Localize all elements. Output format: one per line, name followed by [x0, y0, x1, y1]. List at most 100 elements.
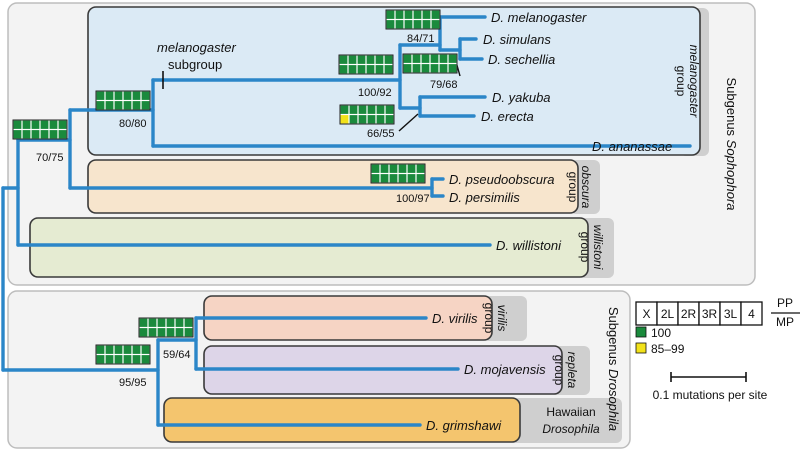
support-cell-100 — [175, 318, 184, 327]
melanogaster-group-label-line2: group — [674, 66, 688, 97]
support-mel-sim: 84/71 — [407, 33, 435, 45]
support-cell-100 — [413, 10, 422, 19]
support-cell-100 — [157, 328, 166, 337]
support-cell-100 — [376, 115, 385, 124]
support-drosophila: 95/95 — [119, 377, 147, 389]
support-cell-100 — [398, 164, 407, 173]
obscura-group-label-line1: obscura — [579, 166, 593, 209]
support-cell-100 — [13, 130, 22, 139]
support-cell-100 — [430, 64, 439, 73]
support-cell-100 — [166, 318, 175, 327]
support-cell-100 — [448, 54, 457, 63]
support-cell-100 — [422, 10, 431, 19]
support-cell-100 — [422, 20, 431, 29]
support-cell-100 — [175, 328, 184, 337]
scale-bar-label: 0.1 mutations per site — [653, 388, 768, 402]
support-cell-100 — [395, 20, 404, 29]
support-cell-100 — [367, 105, 376, 114]
support-cell-100 — [412, 64, 421, 73]
support-cell-100 — [407, 174, 416, 183]
legend-arm-label: 4 — [748, 307, 755, 321]
subgroup-label-line2: subgroup — [168, 57, 222, 72]
support-cell-100 — [421, 54, 430, 63]
support-cell-100 — [132, 91, 141, 100]
support-cell-100 — [430, 54, 439, 63]
repleta-group-label-line2: group — [552, 355, 566, 386]
species-virilis: D. virilis — [432, 311, 478, 326]
legend-arm-label: 3R — [702, 307, 718, 321]
willistoni-group-label-line1: willistoni — [591, 225, 605, 270]
support-cell-100 — [58, 120, 67, 129]
melanogaster-group-label-line1: melanogaster — [687, 45, 701, 119]
virilis-group-label-line2: group — [482, 303, 496, 334]
support-cell-100 — [22, 130, 31, 139]
species-sechellia: D. sechellia — [488, 52, 555, 67]
support-cell-100 — [141, 355, 150, 364]
support-grid-vir-moj — [138, 317, 194, 338]
subgenus-sophophora-label: Subgenus Sophophora — [724, 77, 739, 210]
support-cell-100 — [349, 115, 358, 124]
support-cell-100 — [376, 105, 385, 114]
species-erecta: D. erecta — [481, 109, 534, 124]
support-cell-100 — [166, 328, 175, 337]
support-cell-100 — [384, 65, 393, 74]
legend-arm-label: X — [642, 307, 650, 321]
support-cell-100 — [421, 64, 430, 73]
support-cell-100 — [398, 174, 407, 183]
support-grid-obscura — [370, 163, 426, 184]
support-cell-100 — [416, 174, 425, 183]
support-cell-100 — [385, 105, 394, 114]
support-cell-100 — [339, 65, 348, 74]
support-cell-100 — [22, 120, 31, 129]
willistoni-group-label: willistoni group — [578, 225, 605, 270]
support-cell-100 — [105, 101, 114, 110]
support-cell-100 — [40, 120, 49, 129]
scale-bar — [670, 372, 747, 382]
species-persimilis: D. persimilis — [449, 190, 520, 205]
support-cell-100 — [357, 55, 366, 64]
support-cell-100 — [431, 10, 440, 19]
support-mel-subgroup: 100/92 — [358, 87, 392, 99]
support-cell-100 — [431, 20, 440, 29]
legend-yellow-swatch — [635, 342, 647, 354]
willistoni-group-label-line2: group — [578, 232, 592, 263]
support-cell-100 — [413, 20, 422, 29]
willistoni-group-box — [29, 217, 589, 278]
virilis-group-tab — [483, 296, 527, 341]
support-cell-100 — [367, 115, 376, 124]
support-cell-100 — [358, 105, 367, 114]
support-cell-100 — [380, 164, 389, 173]
hawaiian-group-box — [163, 397, 521, 443]
support-cell-100 — [339, 55, 348, 64]
support-cell-100 — [412, 54, 421, 63]
support-cell-100 — [380, 174, 389, 183]
support-cell-100 — [407, 164, 416, 173]
virilis-group-label-line1: virilis — [495, 305, 509, 332]
support-grid-mel-subgroup — [338, 54, 394, 75]
support-cell-100 — [448, 64, 457, 73]
support-cell-100 — [348, 55, 357, 64]
support-cell-100 — [123, 101, 132, 110]
subgroup-label-line1: melanogaster — [157, 40, 236, 55]
repleta-group-label: repleta group — [552, 352, 579, 389]
support-cell-100 — [148, 318, 157, 327]
support-cell-100 — [123, 91, 132, 100]
support-cell-100 — [114, 345, 123, 354]
hawaiian-group-tab — [508, 398, 622, 443]
support-mel-group: 80/80 — [119, 118, 147, 130]
support-cell-100 — [96, 101, 105, 110]
support-cell-100 — [404, 10, 413, 19]
support-cell-100 — [105, 345, 114, 354]
support-grid-yak-ere — [339, 104, 395, 125]
support-cell-100 — [31, 130, 40, 139]
virilis-group-label: virilis group — [482, 303, 509, 334]
support-cell-100 — [375, 55, 384, 64]
support-cell-100 — [358, 115, 367, 124]
support-cell-100 — [148, 328, 157, 337]
support-cell-100 — [357, 65, 366, 74]
support-cell-100 — [96, 355, 105, 364]
species-simulans: D. simulans — [483, 32, 551, 47]
support-cell-100 — [340, 105, 349, 114]
melanogaster-group-label: melanogaster group — [674, 45, 701, 119]
species-ananassae: D. ananassae — [592, 139, 672, 154]
